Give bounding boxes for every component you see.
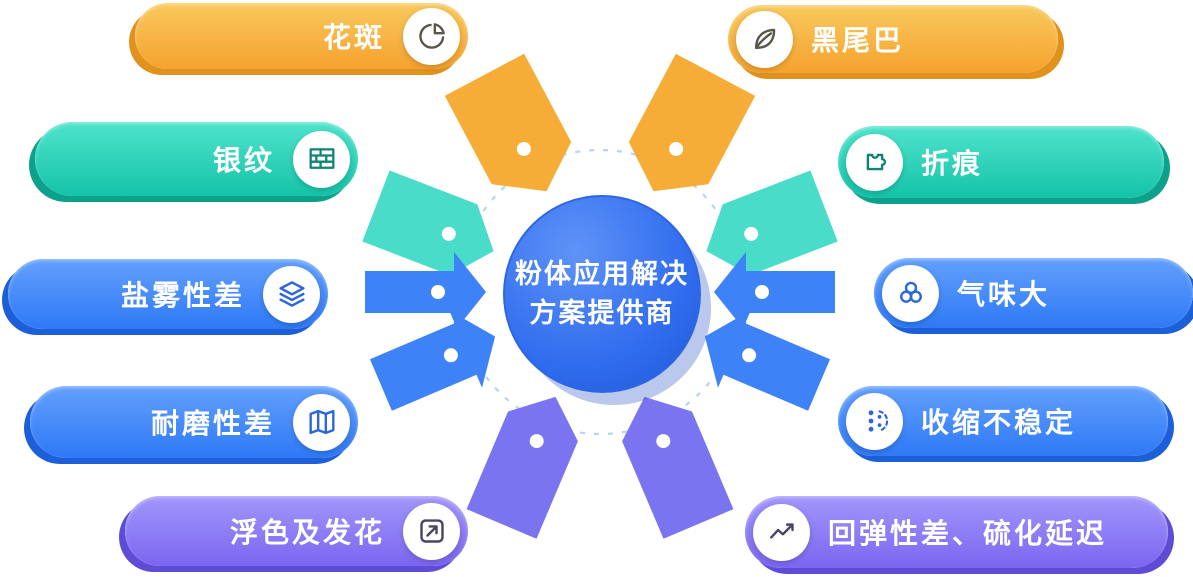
puzzle-icon (846, 133, 903, 191)
pill-huaban: 花斑 (135, 3, 468, 69)
circles-icon (882, 264, 939, 322)
pill-label: 折痕 (921, 148, 984, 179)
arrow-to-naimo (370, 310, 496, 411)
dots-icon (846, 392, 903, 450)
center-title-line1: 粉体应用解决 (515, 258, 689, 289)
pill-naimoxingcha: 耐磨性差 (30, 386, 358, 458)
pill-label: 回弹性差、硫化延迟 (828, 518, 1108, 549)
bricks-icon (293, 130, 350, 188)
pill-label: 银纹 (212, 145, 275, 176)
pill-label: 盐雾性差 (120, 280, 245, 311)
pill-shousuo: 收缩不稳定 (838, 386, 1168, 456)
pill-label: 浮色及发花 (229, 517, 385, 548)
pill-label: 收缩不稳定 (921, 407, 1077, 438)
center-title-line2: 方案提供商 (529, 298, 675, 328)
pie-chart-icon (403, 7, 460, 65)
layers-icon (263, 265, 320, 323)
pill-yanwuxingcha: 盐雾性差 (8, 259, 328, 329)
pill-fuse: 浮色及发花 (125, 496, 468, 566)
pill-huitan: 回弹性差、硫化延迟 (745, 496, 1168, 568)
trend-icon (753, 503, 810, 561)
pill-label: 黑尾巴 (811, 25, 905, 56)
pill-zhehen: 折痕 (838, 126, 1164, 198)
pill-yinwen: 银纹 (35, 122, 358, 196)
pill-label: 花斑 (322, 22, 385, 53)
center-node: 粉体应用解决 方案提供商 (503, 195, 701, 393)
arrow-to-yanwu (365, 252, 486, 332)
arrow-to-shousuo (704, 310, 830, 411)
pill-label: 耐磨性差 (150, 408, 275, 439)
arrow-to-fuse (466, 396, 578, 539)
pill-label: 气味大 (957, 279, 1051, 310)
pill-heiweiba: 黑尾巴 (728, 5, 1058, 73)
arrow-box-icon (403, 502, 460, 560)
map-icon (293, 393, 350, 451)
arrow-to-qiweida (714, 252, 835, 332)
arrow-to-zhehen (706, 170, 838, 276)
leaf-icon (736, 10, 793, 68)
arrow-to-huitan (622, 396, 734, 539)
pill-qiweida: 气味大 (874, 258, 1193, 328)
arrow-to-huaban (444, 53, 572, 192)
arrow-to-yinwen (362, 170, 494, 276)
arrow-to-heiweiba (628, 53, 756, 192)
